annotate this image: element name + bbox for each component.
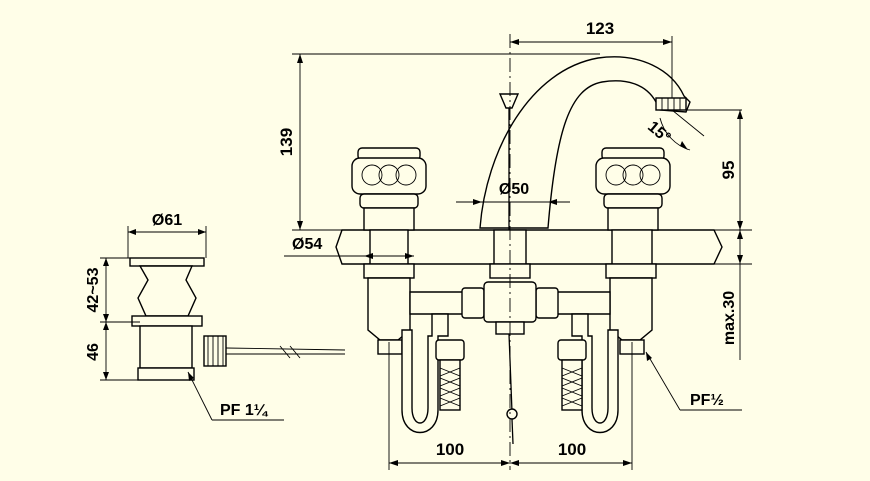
spout-reach-label: 123 [586, 19, 614, 38]
total-height-label: 139 [277, 128, 296, 156]
left-connector [409, 291, 471, 315]
left-hose-braid [439, 359, 461, 411]
spout-height-label: 95 [719, 161, 738, 180]
dim-spacing: 100 100 [388, 342, 633, 470]
waste-diameter-label: Ø61 [152, 212, 182, 229]
waste-nut [131, 315, 203, 327]
right-shank [611, 229, 653, 265]
deck-diameter-label: Ø54 [292, 236, 322, 253]
spout-base-diameter-label: Ø50 [499, 181, 529, 198]
left-inlet [377, 339, 403, 355]
right-hose-braid [561, 359, 583, 411]
dim-spout-height: 95 [714, 110, 752, 231]
spacing-left-label: 100 [436, 440, 464, 459]
right-hose-nut [557, 339, 587, 361]
right-coupling [535, 287, 559, 319]
callout-waste-thread: PF 1¼ [187, 371, 284, 421]
mixer-assembly [335, 56, 723, 445]
popup-pivot [506, 408, 518, 420]
dim-max-deck: max.30 [714, 230, 752, 360]
right-handle [595, 147, 671, 231]
dim-waste-heights: 42~53 46 [85, 257, 140, 381]
popup-rod-knob [498, 93, 520, 109]
waste-body-upper [137, 265, 197, 317]
waste-rod [225, 347, 346, 351]
dim-total-height: 139 [277, 53, 600, 231]
left-coupling [461, 287, 485, 319]
waste-flange [129, 257, 205, 267]
spacing-right-label: 100 [558, 440, 586, 459]
aerator [655, 97, 687, 111]
dim-waste-diameter: Ø61 [127, 212, 207, 258]
waste-base [137, 367, 195, 381]
popup-lower-rod [508, 333, 513, 413]
left-hose-nut [435, 339, 465, 361]
spout-angle-label: 15° [644, 118, 673, 147]
waste-height-label: 46 [85, 343, 102, 361]
waste-assembly [129, 257, 346, 381]
left-handle [351, 147, 427, 231]
right-nut [605, 263, 657, 279]
left-shank [369, 229, 409, 265]
max-deck-label: max.30 [721, 291, 738, 345]
dim-spout-reach: 123 [510, 19, 673, 98]
waste-knob [203, 335, 227, 367]
inlet-thread-label: PF½ [690, 392, 724, 409]
waste-body-lower [139, 325, 193, 369]
dim-deck-diameter: Ø54 [284, 236, 414, 259]
spout [479, 56, 691, 229]
dim-spout-angle: 15° [644, 109, 742, 151]
waste-thread-label: PF 1¼ [220, 402, 269, 419]
callout-inlet-thread: PF½ [645, 351, 742, 411]
left-nut [363, 263, 415, 279]
waste-height-range-label: 42~53 [85, 267, 102, 312]
dim-spout-base-diameter: Ø50 [456, 181, 570, 205]
